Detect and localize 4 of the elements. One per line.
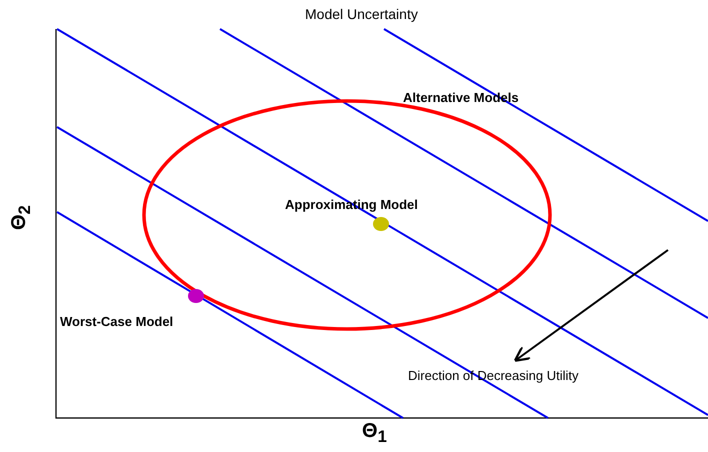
point-label: Worst-Case Model	[60, 314, 174, 329]
arrow-label: Direction of Decreasing Utility	[408, 368, 579, 383]
axis-label: Θ$_{1}$	[362, 420, 387, 447]
chart-title: Model Uncertainty	[305, 6, 418, 22]
